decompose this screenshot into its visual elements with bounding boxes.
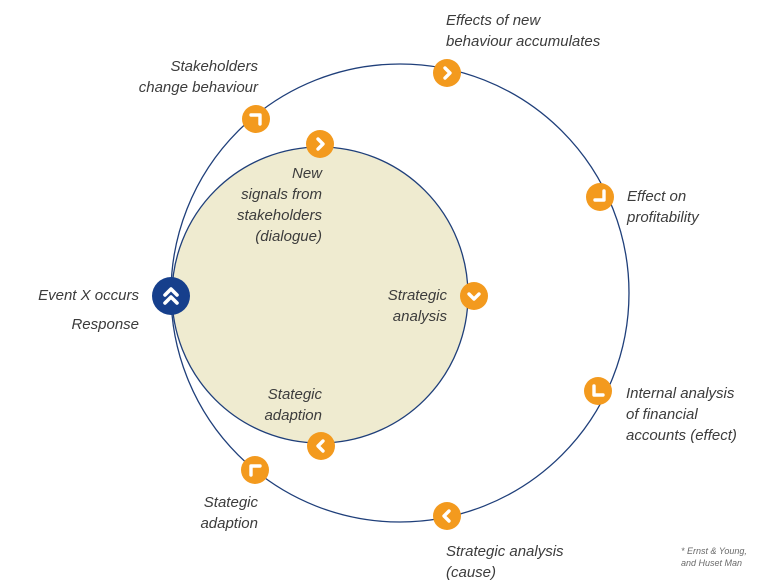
marker-profitability [586,183,614,211]
chevron-right-icon [316,137,325,151]
corner-arrow-icon [592,384,605,397]
response-label: Response [71,316,139,333]
marker-inner-stategic-adaption [307,432,335,460]
label-inner-stategic-adaption: Stategic adaption [264,386,322,424]
marker-outer-stategic-adaption [241,456,269,484]
marker-internal-analysis [584,377,612,405]
label-new-signals: New signals from stakeholders (dialogue) [236,165,322,245]
marker-stakeholders [242,105,270,133]
label-internal-analysis: Internal analysis of financial accounts … [626,385,737,444]
chevron-left-icon [442,509,451,523]
corner-arrow-icon [249,113,262,126]
label-effect-on-profitability: Effect on profitability [627,188,699,226]
event-label: Event X occurs [38,287,139,304]
marker-effects [433,59,461,87]
marker-new-signals [306,130,334,158]
label-effects-accumulate: Effects of new behaviour accumulates [446,12,601,50]
label-outer-stategic-adaption: Stategic adaption [200,494,258,532]
corner-arrow-icon [249,464,262,477]
label-stakeholders-change-behaviour: Stakeholders change behaviour [138,58,258,96]
chevron-down-icon [467,292,481,301]
chevron-left-icon [316,439,325,453]
start-marker [152,277,190,315]
footnote: * Ernst & Young, and Huset Man [681,546,747,568]
marker-strategic-analysis-cause [433,502,461,530]
marker-strategic-analysis [460,282,488,310]
double-chevron-up-icon [163,287,179,305]
label-inner-strategic-analysis: Strategic analysis [387,287,447,325]
chevron-right-icon [443,66,452,80]
corner-arrow-icon [593,189,606,202]
label-strategic-analysis-cause: Strategic analysis (cause) [446,543,564,581]
